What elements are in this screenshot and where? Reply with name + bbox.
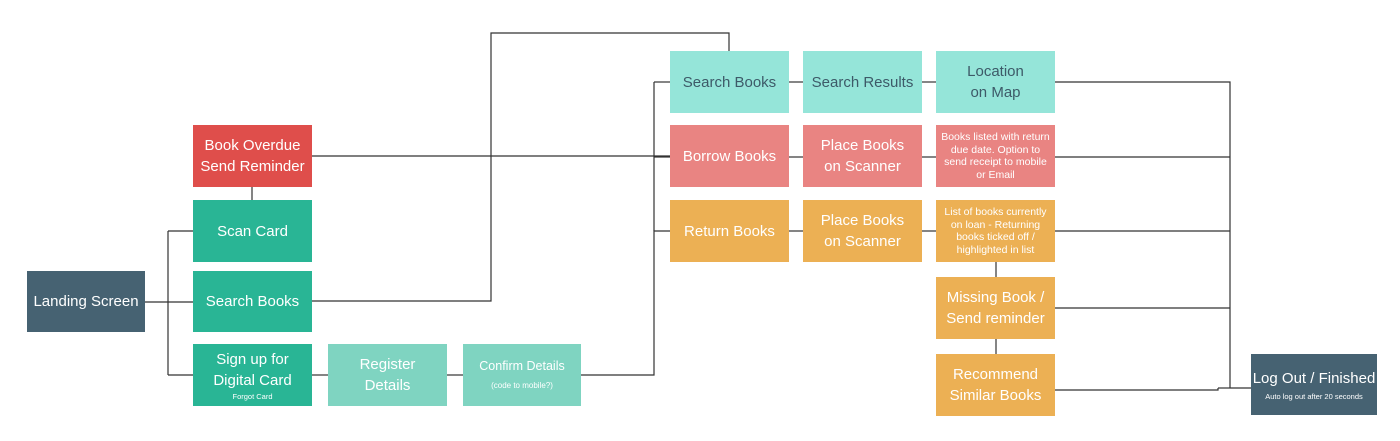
node-search-books-right: Search Books <box>670 51 789 113</box>
connector-confirm-to-return <box>581 230 670 376</box>
connector-search-to-top <box>312 32 730 302</box>
node-label-line: Confirm Details <box>479 359 565 373</box>
node-sign-up: Sign up for Digital Card Forgot Card <box>193 344 312 406</box>
node-label-line: highlighted in list <box>956 243 1035 256</box>
node-place-books-return: Place Books on Scanner <box>803 200 922 262</box>
node-label-line: Borrow Books <box>682 147 777 165</box>
node-label-line: books ticked off / <box>956 231 1035 243</box>
node-books-listed: Books listed with return due date. Optio… <box>936 125 1055 187</box>
node-label-line: Place Books <box>820 137 905 154</box>
connector-location-to-logout <box>1055 81 1231 388</box>
node-label-line: Similar Books <box>949 387 1042 404</box>
node-label-line: Recommend <box>952 366 1039 383</box>
node-missing-book: Missing Book / Send reminder <box>936 277 1055 339</box>
node-label-line: Log Out / Finished <box>1252 369 1376 387</box>
node-label-line: Search Books <box>205 293 300 310</box>
node-label-line: on Scanner <box>824 233 901 250</box>
node-return-books: Return Books <box>670 200 789 262</box>
node-label-line: Location <box>967 63 1024 80</box>
node-search-results: Search Results <box>803 51 922 113</box>
node-label-line: Send Reminder <box>200 158 305 175</box>
node-label-line: or Email <box>976 168 1015 181</box>
node-label-line: send receipt to mobile <box>944 156 1047 168</box>
node-label-line: Books listed with return <box>941 131 1050 143</box>
node-label-line: on Map <box>970 84 1021 101</box>
node-landing-screen: Landing Screen <box>27 271 145 332</box>
node-recommend-similar: Recommend Similar Books <box>936 354 1055 416</box>
node-place-books-borrow: Place Books on Scanner <box>803 125 922 187</box>
node-label-line: due date. Option to <box>950 143 1041 156</box>
node-label-line: Search Books <box>682 73 777 91</box>
node-label-line: Book Overdue <box>204 137 301 154</box>
node-label-line: Return Books <box>684 222 775 240</box>
node-note: Forgot Card <box>232 391 273 401</box>
node-label-line: Landing Screen <box>33 293 139 310</box>
node-label-line: on Scanner <box>824 158 901 175</box>
node-label-line: Digital Card <box>213 371 292 389</box>
node-note: (code to mobile?) <box>491 381 553 390</box>
node-label-line: Details <box>364 377 411 394</box>
node-label-line: List of books currently <box>944 206 1047 218</box>
node-log-out: Log Out / Finished Auto log out after 20… <box>1251 354 1377 415</box>
node-confirm-details: Confirm Details (code to mobile?) <box>463 344 581 406</box>
node-borrow-books: Borrow Books <box>670 125 789 187</box>
node-label-line: Missing Book / <box>946 289 1045 306</box>
node-location-on-map: Location on Map <box>936 51 1055 113</box>
node-search-books-left: Search Books <box>193 271 312 332</box>
node-book-overdue: Book Overdue Send Reminder <box>193 125 312 187</box>
node-list-books-on-loan: List of books currently on loan - Return… <box>936 200 1055 262</box>
node-label-line: Sign up for <box>216 350 289 368</box>
node-label-line: Place Books <box>820 212 905 229</box>
node-note: Auto log out after 20 seconds <box>1265 391 1363 401</box>
node-label-line: Search Results <box>811 73 914 91</box>
node-label-line: on loan - Returning <box>950 218 1041 231</box>
node-register-details: Register Details <box>328 344 447 406</box>
node-label-line: Register <box>359 356 416 373</box>
node-label-line: Send reminder <box>946 310 1045 327</box>
node-scan-card: Scan Card <box>193 200 312 262</box>
node-label-line: Scan Card <box>217 222 288 240</box>
connector-recommend-to-bar <box>1055 388 1219 391</box>
